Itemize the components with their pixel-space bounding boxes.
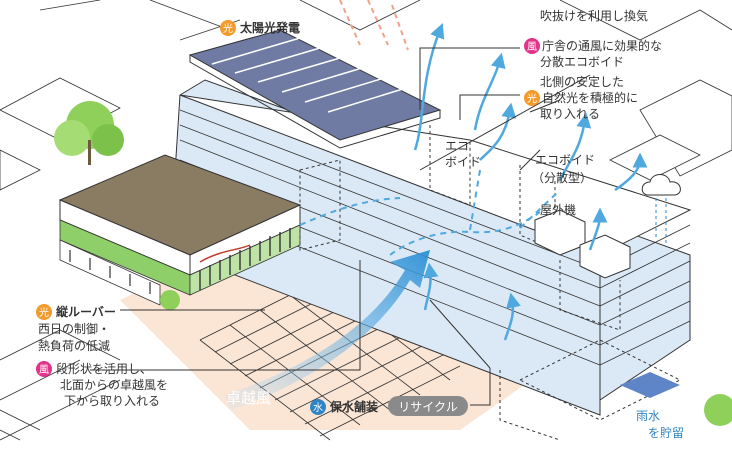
ecovoid-atrium-line-3: 分散エコボイド xyxy=(540,54,624,69)
label-louver: 光 縦ルーバー 西日の制御・ 熱負荷の低減 xyxy=(36,304,116,353)
cloud-icon xyxy=(641,174,681,245)
north-light-line-2: 自然光を積極的に xyxy=(542,90,638,105)
surrounding-buildings xyxy=(0,0,732,191)
label-ecovoid-distributed: エコボイド （分散型） xyxy=(532,153,595,185)
ecovoid-line-2: ボイド xyxy=(445,155,481,169)
terrace-line-1: 段形状を活用し、 xyxy=(56,361,152,376)
label-solar: 光 太陽光発電 xyxy=(220,20,300,36)
terrace-line-3: 下から取り入れる xyxy=(64,394,160,408)
north-light-line-3: 取り入れる xyxy=(540,107,600,121)
label-ecovoid-atrium: 吹抜けを利用し換気 風 庁舎の通風に効果的な 分散エコボイド xyxy=(524,8,662,69)
water-badge-icon xyxy=(310,399,326,415)
ecovoid-atrium-line-1: 吹抜けを利用し換気 xyxy=(540,8,648,23)
north-light-line-1: 北側の安定した xyxy=(540,74,624,89)
ecovoid-line-1: エコ xyxy=(445,139,469,153)
badge-text: 風 xyxy=(39,364,49,376)
label-ecovoid: エコ ボイド xyxy=(445,139,481,169)
louver-title: 縦ルーバー xyxy=(56,304,116,319)
badge-text: 風 xyxy=(527,41,537,53)
ecovoid-distributed-line-1: エコボイド xyxy=(535,153,595,167)
leader-lines xyxy=(90,47,591,406)
badge-text: 水 xyxy=(313,402,323,414)
rainwater-line-2: を貯留 xyxy=(648,426,684,440)
light-badge-icon xyxy=(36,304,52,320)
label-rainwater: 雨水 を貯留 xyxy=(636,409,684,440)
prevailing-wind-label: 卓越風 xyxy=(226,389,271,407)
recycle-pill xyxy=(388,396,468,416)
recycle-label: リサイクル xyxy=(398,400,457,414)
solar-label: 太陽光発電 xyxy=(240,20,300,35)
terrace-line-2: 北面からの卓越風を xyxy=(60,378,168,392)
ecovoid-atrium-line-2: 庁舎の通風に効果的な xyxy=(542,38,662,53)
ventilation-arrows xyxy=(413,23,648,341)
west-wing xyxy=(58,154,302,306)
wind-badge-icon xyxy=(36,361,52,377)
trees xyxy=(54,101,732,426)
badge-text: 光 xyxy=(527,92,537,105)
sunlight-arrows xyxy=(339,0,409,51)
wind-badge-icon xyxy=(524,38,540,54)
light-badge-icon xyxy=(524,90,540,106)
label-terrace: 風 段形状を活用し、 北面からの卓越風を 下から取り入れる xyxy=(36,361,168,408)
eco-void-shafts xyxy=(299,125,682,441)
louver-desc-line-1: 西日の制御・ xyxy=(38,321,110,336)
prevailing-wind-arrow xyxy=(225,250,430,410)
rainwater-tank xyxy=(620,372,680,398)
label-north-light: 北側の安定した 光 自然光を積極的に 取り入れる xyxy=(524,74,638,121)
outdoor-unit-label: 屋外機 xyxy=(540,202,576,217)
badge-text: 光 xyxy=(39,306,49,319)
louver-desc-line-2: 熱負荷の低減 xyxy=(38,338,110,353)
rainwater-line-1: 雨水 xyxy=(636,409,660,423)
badge-text: 光 xyxy=(223,22,233,35)
label-paving: 水 保水舗装 リサイクル xyxy=(310,396,468,416)
ecovoid-distributed-line-2: （分散型） xyxy=(532,170,592,185)
permeable-paving-label: 保水舗装 xyxy=(329,399,378,414)
solar-panels xyxy=(188,29,442,149)
airflow-dashes xyxy=(299,169,561,256)
light-badge-icon xyxy=(220,20,236,36)
